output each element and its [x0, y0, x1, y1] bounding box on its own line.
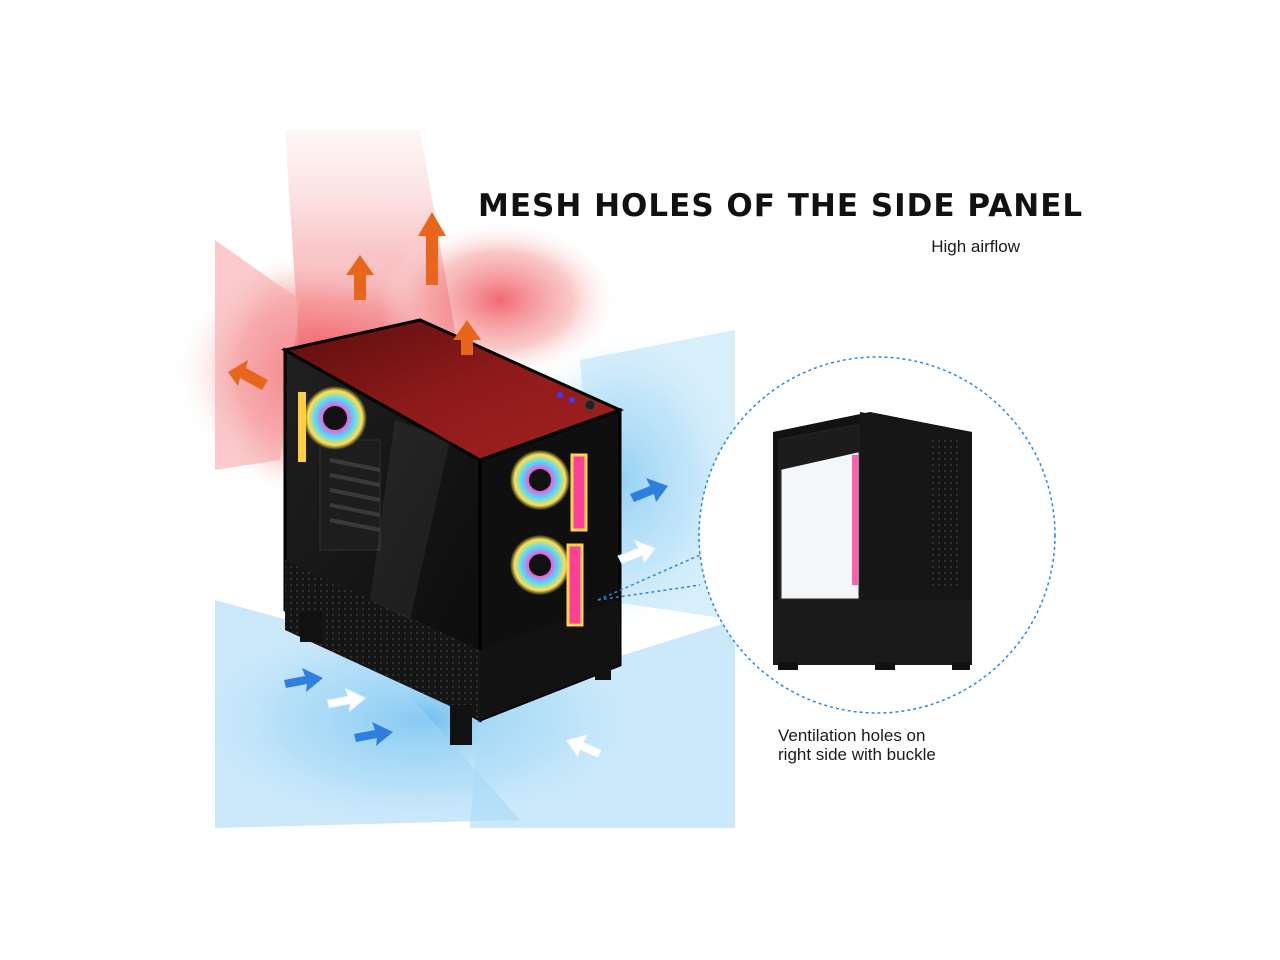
arrow-right-icon	[354, 722, 393, 746]
exhaust-arrows	[228, 212, 481, 390]
arrow-up-icon	[346, 255, 374, 300]
rgb-fan-icon	[303, 386, 367, 450]
caption-line-2: right side with buckle	[778, 745, 936, 764]
rgb-fan-icon	[510, 450, 570, 510]
callout-caption: Ventilation holes on right side with buc…	[778, 726, 1038, 764]
headline: MESH HOLES OF THE SIDE PANEL	[478, 188, 1084, 224]
arrow-right-icon	[565, 733, 603, 760]
subheadline: High airflow	[931, 237, 1020, 256]
intake-arrows	[284, 478, 668, 760]
caption-line-1: Ventilation holes on	[778, 726, 926, 745]
arrow-up-icon	[228, 360, 268, 390]
side-view-case	[773, 412, 972, 670]
rgb-strip	[570, 453, 588, 532]
arrow-up-icon	[418, 212, 446, 285]
rgb-strip	[298, 392, 306, 462]
callout-pointer	[597, 554, 701, 601]
arrow-right-icon	[617, 539, 657, 566]
rgb-strip	[566, 543, 584, 627]
rgb-fan-icon	[510, 535, 570, 595]
arrow-right-icon	[284, 668, 323, 692]
arrow-up-icon	[453, 320, 481, 355]
arrow-right-icon	[630, 478, 668, 502]
arrow-right-icon	[326, 687, 367, 714]
